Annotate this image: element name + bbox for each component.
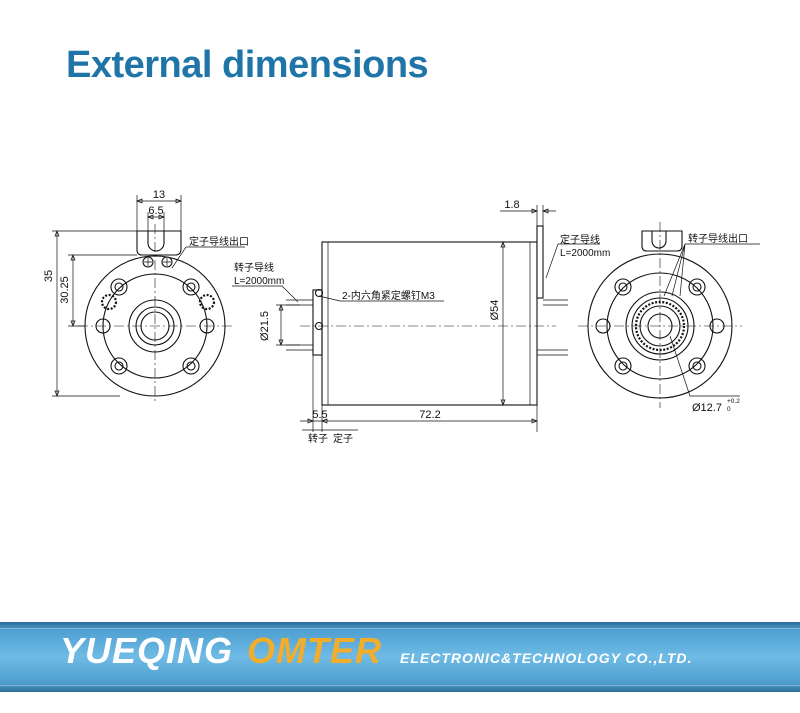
side-flange — [536, 225, 544, 299]
dim-height-outer: 35 — [43, 270, 55, 282]
label-stator: 定子 — [333, 432, 353, 445]
brand-name-part2: OMTER — [247, 630, 383, 671]
dim-body-length: 72.2 — [419, 409, 440, 421]
brand-banner: YUEQING OMTER ELECTRONIC&TECHNOLOGY CO.,LT… — [0, 622, 800, 692]
dim-bore-diameter: Ø12.7 — [692, 402, 722, 414]
dim-flange-thickness: 1.8 — [504, 199, 519, 211]
label-stator-outlet: 定子导线出口 — [189, 235, 249, 248]
label-stator-wire: 定子导线 — [560, 233, 600, 246]
label-stator-wire-length: L=2000mm — [560, 248, 610, 259]
company-name: YUEQING OMTER ELECTRONIC&TECHNOLOGY CO.,LT… — [60, 630, 692, 672]
dim-width-outer: 13 — [153, 189, 165, 201]
label-rotor-outlet: 转子导线出口 — [688, 232, 748, 245]
label-rotor: 转子 — [308, 432, 328, 445]
right-mounting-tab — [641, 230, 683, 252]
page-title: External dimensions — [66, 44, 429, 86]
tab-slot — [147, 231, 165, 252]
side-body — [321, 241, 538, 406]
dim-body-diameter: Ø54 — [489, 300, 501, 321]
side-view: 1.8 定子导线 L=2000mm 转子导线 L=2000mm 2-内六角紧定螺… — [232, 199, 610, 445]
brand-name-part1: YUEQING — [60, 630, 234, 671]
left-gear-ring-left — [100, 293, 118, 311]
label-rotor-wire: 转子导线 — [234, 261, 274, 274]
dim-height-inner: 30.25 — [59, 276, 71, 304]
right-bolt-holes — [595, 278, 725, 375]
left-front-view: 13 6.5 35 30.25 定子导线出口 — [43, 189, 249, 404]
dim-width-inner: 6.5 — [148, 205, 163, 217]
technical-drawing: 13 6.5 35 30.25 定子导线出口 1.8 定子导线 — [43, 189, 760, 445]
right-rear-view: 转子导线出口 Ø12.7 +0.2 0 — [578, 222, 760, 414]
dim-bore-tol-upper: +0.2 — [727, 398, 740, 405]
mounting-tab — [136, 230, 182, 256]
dim-bore-tol-lower: 0 — [727, 406, 731, 413]
dim-rotor-length: 5.5 — [312, 409, 327, 421]
brand-name-part3: ELECTRONIC&TECHNOLOGY CO.,LTD. — [400, 650, 693, 666]
label-rotor-wire-length: L=2000mm — [234, 276, 284, 287]
left-gear-ring-right — [198, 293, 216, 311]
dim-rotor-diameter: Ø21.5 — [259, 311, 271, 341]
label-set-screw: 2-内六角紧定螺钉M3 — [342, 289, 435, 302]
